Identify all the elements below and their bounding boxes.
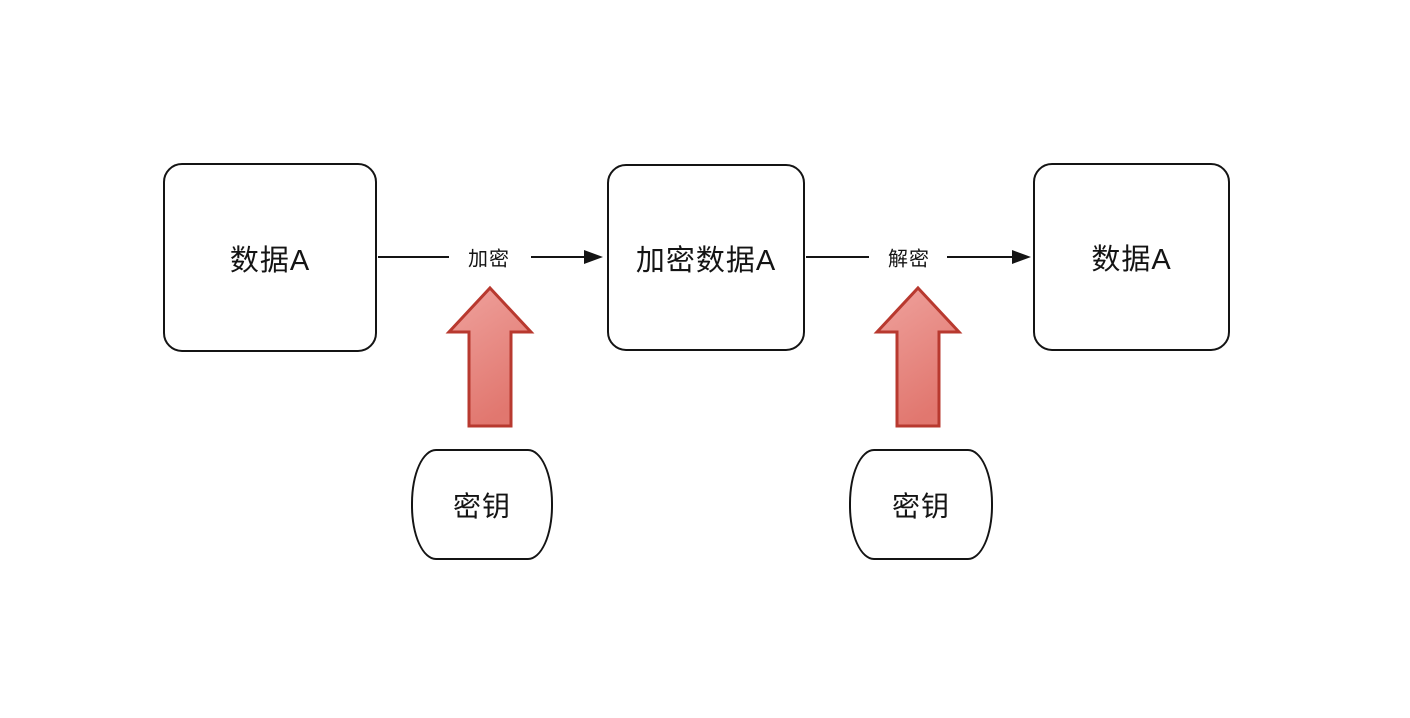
decrypt-arrowhead-icon bbox=[1012, 250, 1031, 264]
encrypt-arrowhead-icon bbox=[584, 250, 603, 264]
key-up-arrow-decrypt-icon bbox=[873, 285, 963, 428]
node-encrypted-data-a: 加密数据A bbox=[607, 164, 805, 351]
node-data-a-source-label: 数据A bbox=[229, 244, 311, 277]
node-key-decrypt-label: 密钥 bbox=[891, 490, 950, 522]
node-key-encrypt-label: 密钥 bbox=[452, 490, 511, 522]
node-data-a-source: 数据A bbox=[163, 163, 377, 352]
edge-label-decrypt: 解密 bbox=[888, 248, 930, 271]
node-encrypted-data-a-label: 加密数据A bbox=[635, 244, 777, 277]
node-key-decrypt: 密钥 bbox=[849, 449, 993, 560]
node-key-encrypt: 密钥 bbox=[411, 449, 553, 560]
node-data-a-result: 数据A bbox=[1033, 163, 1230, 351]
node-data-a-result-label: 数据A bbox=[1091, 244, 1172, 276]
key-up-arrow-encrypt-icon bbox=[445, 285, 535, 428]
edge-label-encrypt: 加密 bbox=[468, 248, 510, 271]
